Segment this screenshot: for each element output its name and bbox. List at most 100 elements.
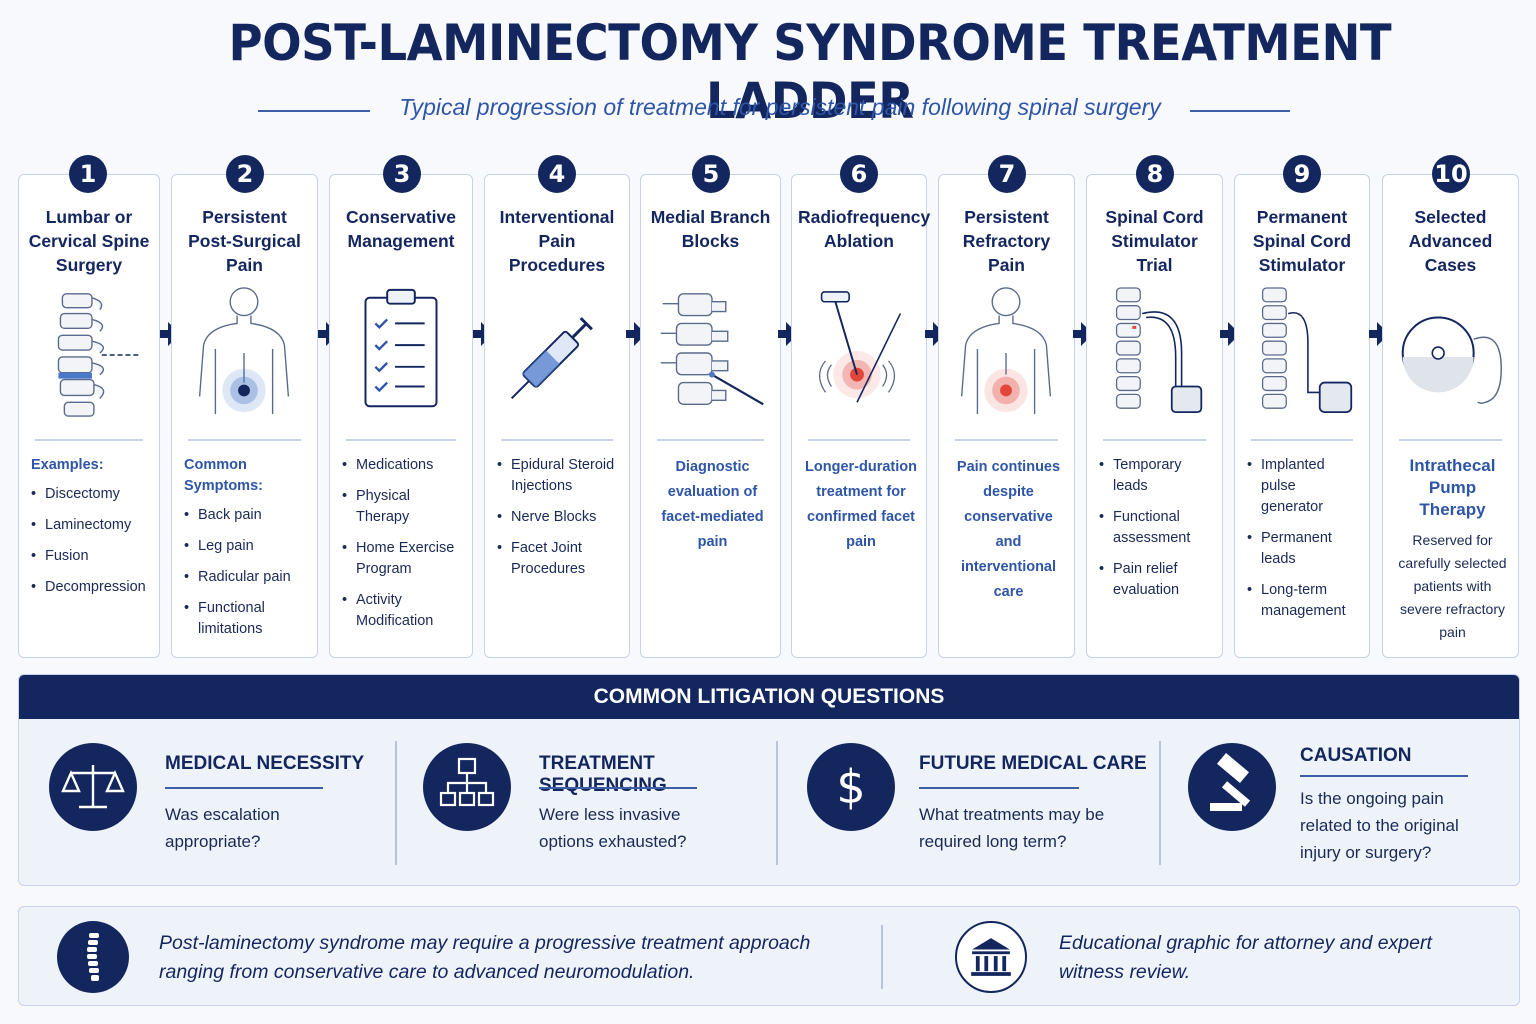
column-divider [776,741,778,865]
list-item: Discectomy [31,484,151,505]
litigation-panel: COMMON LITIGATION QUESTIONS MEDICAL NECE… [18,674,1520,886]
card-divider [35,439,143,441]
step-details: Pain continues despite conservative and … [951,455,1066,605]
body-pain-icon [172,283,317,423]
step-title: Radiofrequency Ablation [798,207,931,251]
page-title: POST-LAMINECTOMY SYNDROME TREATMENT LADD… [228,14,1392,130]
symptoms-label: Common Symptoms: [184,457,263,494]
step-details: Temporary leads Functional assessment Pa… [1099,455,1214,611]
list-item: Functional limitations [184,598,309,640]
intrathecal-pump-icon [1383,283,1518,423]
rf-probe-icon [792,283,926,423]
step-title: Medial Branch Blocks [650,207,771,251]
clipboard-checklist-icon [330,283,472,423]
step-card-9: 9 Permanent Spinal Cord Stimulator Impla… [1234,155,1370,658]
step-number-badge: 1 [69,155,107,193]
question-causation: CAUSATION Is the ongoing pain related to… [1160,719,1519,885]
step-number-badge: 5 [692,155,730,193]
step-note: Longer-duration treatment for confirmed … [805,459,917,550]
step-details: Examples: Discectomy Laminectomy Fusion … [31,455,151,608]
step-details: Medications Physical Therapy Home Exerci… [342,455,464,642]
question-title: TREATMENT SEQUENCING [539,753,667,796]
subtitle-rule-left [258,110,370,112]
spinal-stimulator-trial-icon [1087,283,1222,423]
question-text: Were less invasive options exhausted? [539,805,687,851]
question-text: Was escalation appropriate? [165,805,280,851]
step-card-4: 4 Interventional Pain Procedures Epidura… [484,155,630,658]
card-divider [808,439,910,441]
page-subtitle: Typical progression of treatment for per… [399,94,1161,120]
list-item: Laminectomy [31,515,151,536]
step-title: Selected Advanced Cases [1408,207,1493,275]
step-card-5: 5 Medial Branch Blocks Diagnostic evalua… [640,155,781,658]
list-item: Physical Therapy [342,486,464,528]
step-card-1: 1 Lumbar or Cervical Spine Surgery Examp… [18,155,160,658]
step-number-badge: 3 [383,155,421,193]
flowchart-icon [423,743,511,831]
column-divider [1159,741,1161,865]
step-number-badge: 6 [840,155,878,193]
list-item: Activity Modification [342,590,464,632]
step-number-badge: 4 [538,155,576,193]
card-divider [501,439,613,441]
step-note: Reserved for carefully selected patients… [1398,532,1507,640]
step-number-badge: 8 [1136,155,1174,193]
question-rule [1300,775,1468,777]
card-divider [1103,439,1206,441]
list-item: Home Exercise Program [342,538,464,580]
list-item: Nerve Blocks [497,507,621,528]
question-rule [919,787,1079,789]
step-card-2: 2 Persistent Post-Surgical Pain Common S… [171,155,318,658]
list-item: Facet Joint Procedures [497,538,621,580]
question-text: What treatments may be required long ter… [919,805,1105,851]
step-number-badge: 7 [988,155,1026,193]
card-divider [346,439,456,441]
question-text: Is the ongoing pain related to the origi… [1300,789,1459,862]
question-rule [165,787,323,789]
step-card-6: 6 Radiofrequency Ablation Longer-duratio… [791,155,931,658]
step-card-10: 10 Selected Advanced Cases Intrathecal P… [1382,155,1519,658]
question-title: CAUSATION [1300,745,1412,766]
list-item: Decompression [31,577,151,598]
card-divider [955,439,1058,441]
dollar-icon: $ [807,743,895,831]
list-item: Medications [342,455,464,476]
scales-icon [49,743,137,831]
body-pain-icon [939,283,1074,423]
list-item: Back pain [184,505,309,526]
list-item: Pain relief evaluation [1099,559,1214,601]
spine-surgery-icon [19,283,159,423]
list-item: Temporary leads [1099,455,1214,497]
step-number-badge: 2 [226,155,264,193]
list-item: Fusion [31,546,151,567]
footer-panel: Post-laminectomy syndrome may require a … [18,906,1520,1006]
card-divider [657,439,764,441]
question-treatment-sequencing: TREATMENT SEQUENCING Were less invasive … [397,719,777,885]
step-card-7: 7 Persistent Refractory Pain Pain contin… [938,155,1075,658]
list-item: Implanted pulse generator [1247,455,1361,518]
examples-label: Examples: [31,457,104,473]
syringe-icon [485,283,629,423]
step-note: Pain continues despite conservative and … [956,459,1061,600]
list-item: Long-term management [1247,580,1361,622]
footer-summary: Post-laminectomy syndrome may require a … [159,932,811,983]
gavel-icon [1188,743,1276,831]
list-item: Leg pain [184,536,309,557]
litigation-heading: COMMON LITIGATION QUESTIONS [19,675,1519,719]
card-divider [188,439,301,441]
step-details: Epidural Steroid Injections Nerve Blocks… [497,455,621,590]
step-title: Persistent Refractory Pain [962,207,1051,275]
list-item: Permanent leads [1247,528,1361,570]
step-number-badge: 10 [1432,155,1470,193]
step-note: Diagnostic evaluation of facet-mediated … [661,459,764,550]
subtitle-bar: Typical progression of treatment for per… [0,92,1536,128]
step-details: Longer-duration treatment for confirmed … [804,455,918,555]
question-rule [539,787,697,789]
step-details: Implanted pulse generator Permanent lead… [1247,455,1361,632]
step-details: Intrathecal Pump Therapy Reserved for ca… [1395,455,1510,644]
step-title: Persistent Post-Surgical Pain [188,207,301,275]
question-title: FUTURE MEDICAL CARE [919,753,1147,774]
spine-icon [57,921,129,993]
step-details: Diagnostic evaluation of facet-mediated … [653,455,772,555]
list-item: Epidural Steroid Injections [497,455,621,497]
